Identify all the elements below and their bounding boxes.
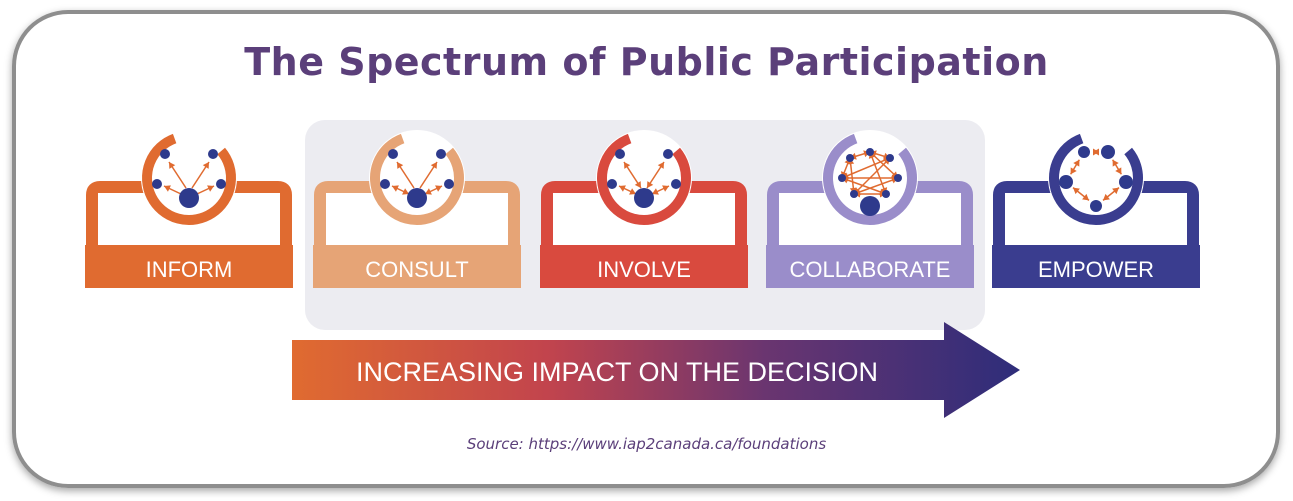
stage-label: COLLABORATE	[790, 257, 951, 282]
stage-empower: EMPOWER	[992, 130, 1200, 288]
stage-label: EMPOWER	[1038, 257, 1154, 282]
stage-label-box	[766, 245, 974, 288]
stage-consult: CONSULT	[313, 130, 521, 288]
stage-ring	[1049, 133, 1143, 225]
stages-layer: INFORM CONSULT INVOLVE COLLABORATE EMPOWER	[85, 130, 1200, 288]
source-citation: Source: https://www.iap2canada.ca/founda…	[466, 435, 827, 453]
stage-inform: INFORM	[85, 130, 293, 288]
stage-label-box	[540, 245, 748, 288]
stage-ring	[370, 133, 464, 225]
stage-collaborate: COLLABORATE	[766, 130, 974, 288]
stage-label: CONSULT	[365, 257, 469, 282]
stage-ring	[142, 133, 236, 225]
stage-label-box	[85, 245, 293, 288]
impact-arrow-shape	[292, 322, 1020, 418]
impact-arrow-label: INCREASING IMPACT ON THE DECISION	[356, 357, 878, 387]
stage-ring	[823, 133, 917, 225]
impact-arrow: INCREASING IMPACT ON THE DECISION	[292, 322, 1020, 418]
stage-label-box	[992, 245, 1200, 288]
stage-label: INVOLVE	[597, 257, 691, 282]
stage-label: INFORM	[146, 257, 233, 282]
stage-label-box	[313, 245, 521, 288]
page-title: The Spectrum of Public Participation	[244, 40, 1049, 84]
stage-involve: INVOLVE	[540, 130, 748, 288]
stage-ring	[597, 133, 691, 225]
